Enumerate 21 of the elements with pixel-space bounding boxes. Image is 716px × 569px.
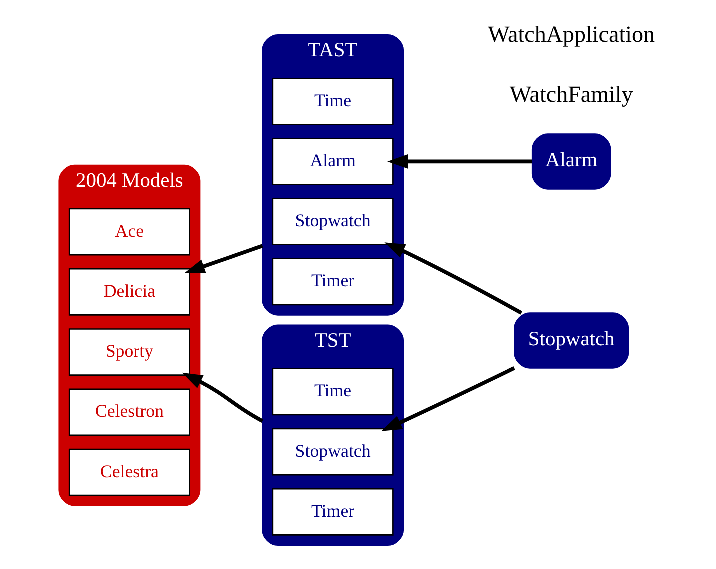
node-box: Stopwatch — [272, 198, 394, 246]
label: WatchApplication — [488, 20, 656, 47]
arrow — [382, 366, 516, 432]
node-box: Time — [272, 368, 394, 416]
arrow — [384, 242, 523, 315]
label: WatchFamily — [510, 81, 634, 108]
arrow — [388, 154, 532, 169]
node-box: Sporty — [68, 328, 190, 376]
node-box: Delicia — [68, 268, 190, 316]
node-box: Stopwatch — [514, 312, 630, 369]
arrow — [182, 372, 264, 424]
node-box: Alarm — [532, 134, 612, 190]
node-box: Ace — [68, 208, 190, 256]
node-box: Timer — [272, 258, 394, 306]
node-box: Stopwatch — [272, 428, 394, 476]
node-box: Time — [272, 78, 394, 126]
node-box: Celestron — [68, 388, 190, 436]
node-box: Celestra — [68, 448, 190, 496]
arrow — [184, 244, 264, 274]
node-box: Alarm — [272, 138, 394, 186]
node-box: Timer — [272, 488, 394, 536]
